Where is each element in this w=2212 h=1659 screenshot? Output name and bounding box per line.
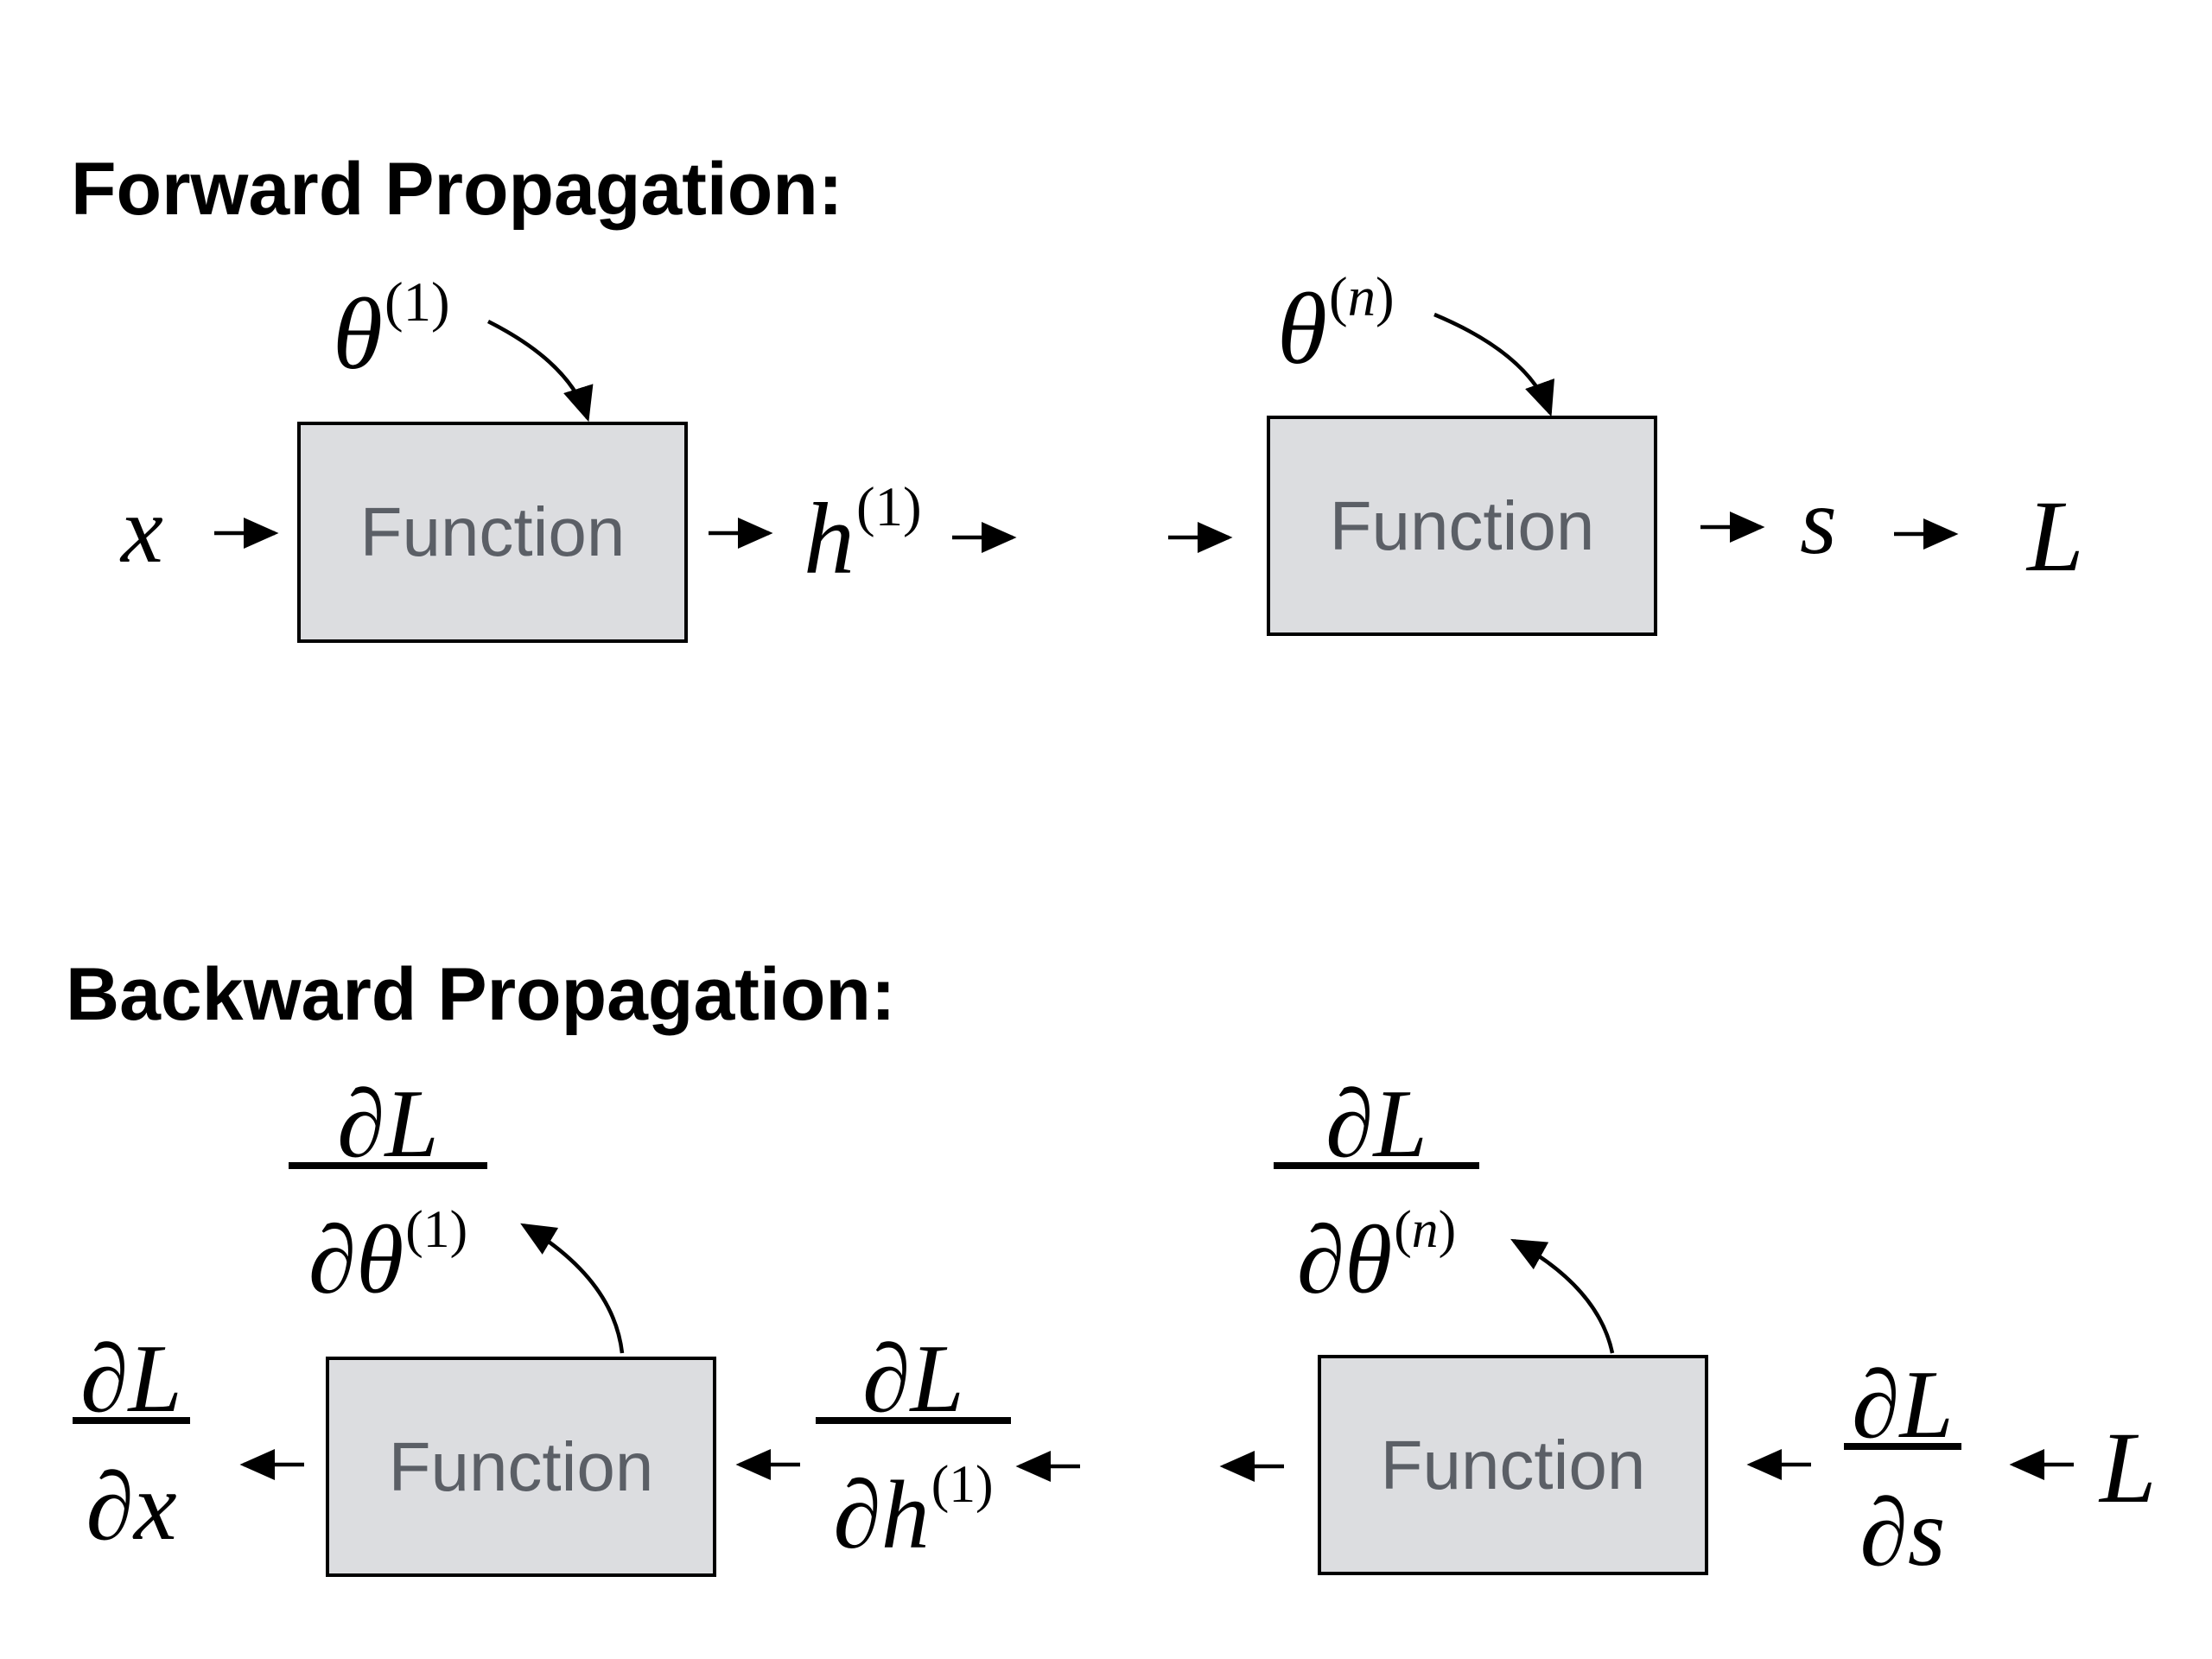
fraction-bar xyxy=(816,1417,1011,1424)
backward-heading: Backward Propagation: xyxy=(66,953,896,1036)
curved-arrow xyxy=(1433,312,1554,417)
theta-1-label: θ(1) xyxy=(333,271,450,391)
fraction-bar xyxy=(289,1162,487,1169)
dL-ds-fraction: ∂L ∂s xyxy=(1844,1357,1961,1581)
forward-heading: Forward Propagation: xyxy=(71,148,843,231)
dL-dthetan-fraction: ∂L ∂θ(n) xyxy=(1274,1076,1479,1318)
fraction-numerator: ∂L xyxy=(80,1325,182,1433)
hidden-h1-label: h(1) xyxy=(804,476,922,596)
function-label: Function xyxy=(1329,486,1595,564)
backward-function-box-1: Function xyxy=(326,1357,716,1577)
dL-dh1-fraction: ∂L ∂h(1) xyxy=(816,1331,1011,1573)
loss-L-label: L xyxy=(2027,480,2084,593)
fraction-bar xyxy=(1844,1443,1961,1450)
curved-arrow xyxy=(520,1223,625,1354)
fraction-denominator: ∂θ(n) xyxy=(1296,1200,1457,1314)
fraction-numerator: ∂L xyxy=(862,1325,964,1433)
dL-dx-fraction: ∂L ∂x xyxy=(73,1331,190,1573)
fraction-bar xyxy=(1274,1162,1479,1169)
fraction-denominator: ∂θ(1) xyxy=(308,1200,468,1314)
fraction-numerator: ∂L xyxy=(337,1071,439,1178)
theta-n-label: θ(n) xyxy=(1277,266,1395,386)
score-s-label: s xyxy=(1800,468,1837,574)
input-x-label: x xyxy=(121,477,163,582)
fraction-denominator: ∂s xyxy=(1859,1479,1946,1586)
fraction-denominator: ∂h(1) xyxy=(833,1455,994,1569)
dL-dtheta1-fraction: ∂L ∂θ(1) xyxy=(289,1076,487,1318)
fraction-denominator: ∂x xyxy=(86,1453,177,1560)
curved-arrow xyxy=(1510,1238,1615,1354)
function-label: Function xyxy=(388,1427,654,1505)
backward-loss-L-label: L xyxy=(2100,1411,2157,1524)
function-label: Function xyxy=(359,493,626,570)
fraction-numerator: ∂L xyxy=(1325,1071,1427,1178)
forward-function-box-n: Function xyxy=(1267,416,1657,636)
fraction-numerator: ∂L xyxy=(1852,1351,1954,1459)
curved-arrow xyxy=(486,319,594,423)
backward-function-box-n: Function xyxy=(1318,1355,1708,1575)
forward-function-box-1: Function xyxy=(297,422,688,643)
function-label: Function xyxy=(1380,1426,1646,1503)
fraction-bar xyxy=(73,1417,190,1424)
